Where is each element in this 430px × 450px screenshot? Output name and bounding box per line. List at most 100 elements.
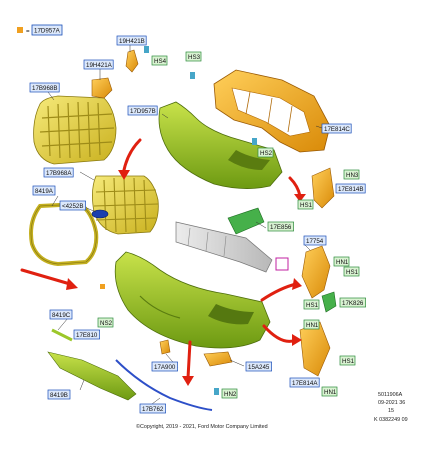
clip-hs3-part — [190, 72, 195, 79]
part-label-box — [343, 169, 360, 180]
bracket-19h421a-part — [91, 77, 113, 99]
part-label-text: HN2 — [224, 391, 237, 398]
part-label-17d957b: 17D957B — [127, 105, 158, 116]
part-label-text: <4252B — [62, 203, 84, 210]
part-label-text: HS2 — [260, 150, 273, 157]
part-label-17k826: 17K826 — [339, 297, 366, 308]
arrow-right-lower — [262, 324, 298, 343]
part-label-text: HS1 — [300, 202, 313, 209]
bezel-15a245-part — [203, 351, 233, 367]
part-label-hn1c: HN1 — [321, 386, 338, 397]
part-label-text: 17E856 — [270, 224, 292, 231]
part-label-hn3: HN3 — [343, 169, 360, 180]
ref-line-3: 15 — [388, 408, 394, 414]
arrow-bracket-b — [288, 176, 302, 198]
part-label-text: HN1 — [324, 389, 337, 396]
part-label-box — [185, 51, 202, 62]
part-label-box — [343, 266, 360, 277]
part-label-box — [32, 185, 56, 196]
part-label-box — [127, 105, 158, 116]
part-label-17b968b: 17B968B — [29, 82, 60, 93]
part-label-box — [303, 319, 320, 330]
part-label-hs1d: HS1 — [339, 355, 356, 366]
reinforcement-beam-part — [175, 221, 273, 273]
part-label-box — [83, 59, 114, 70]
part-label-box — [339, 355, 356, 366]
part-label-text: 17B968B — [32, 85, 57, 92]
part-label-text: HS4 — [154, 58, 167, 65]
part-label-box — [151, 55, 168, 66]
part-label-8419c: 8419C — [49, 309, 73, 320]
part-label-text: 15A245 — [248, 364, 270, 371]
part-label-hs4: HS4 — [151, 55, 168, 66]
part-label-19h421a: 19H421A — [83, 59, 114, 70]
part-label-box — [151, 361, 178, 372]
bracket-17e814a-part — [299, 321, 331, 377]
part-label-text: 17B968A — [46, 170, 72, 177]
bracket-19h421b-part — [125, 49, 139, 73]
part-label-hs1b: HS1 — [343, 266, 360, 277]
arrow-upper-grille — [122, 138, 142, 172]
part-label-box — [43, 167, 74, 178]
part-label-17e814a: 17E814A — [289, 377, 320, 388]
clip-hs4-part — [144, 46, 149, 53]
part-label-box — [47, 389, 71, 400]
part-label-box — [267, 221, 294, 232]
bracket-17a900-part — [159, 339, 171, 355]
part-label-box — [289, 377, 320, 388]
legend-code-box — [31, 24, 63, 36]
part-label-box — [221, 388, 238, 399]
ref-line-1: 5011906A — [378, 392, 403, 398]
part-label-text: HN3 — [346, 172, 359, 179]
part-label-text: 8419B — [50, 392, 68, 399]
lower-grille-part — [92, 175, 159, 235]
copyright-text: ©Copyright, 2019 - 2021, Ford Motor Comp… — [136, 423, 268, 430]
part-label-text: HN1 — [336, 259, 349, 266]
arrow-bumper-left — [20, 268, 72, 286]
part-label-box — [303, 299, 320, 310]
part-label-17b762: 17B762 — [139, 403, 166, 414]
part-label-17e856: 17E856 — [267, 221, 294, 232]
part-label-text: 17D957B — [130, 108, 156, 115]
part-label-box — [303, 235, 327, 246]
part-label-box — [339, 297, 366, 308]
part-label-hs1c: HS1 — [303, 299, 320, 310]
part-label-17754: 17754 — [303, 235, 327, 246]
lower-lip-8419b-part — [47, 351, 137, 401]
part-label-hn1a: HN1 — [333, 256, 350, 267]
wiring-17b762-part — [115, 359, 213, 411]
legend-square — [17, 27, 23, 33]
absorber-17e856-part — [227, 207, 265, 235]
part-label-hs2: HS2 — [257, 147, 274, 158]
arrow-right-upper — [260, 282, 298, 302]
part-label-text: 17E814C — [324, 126, 350, 133]
part-label-text: 17E810 — [76, 332, 98, 339]
part-label-text: HN1 — [306, 322, 319, 329]
part-label-17e814b: 17E814B — [335, 183, 366, 194]
part-label-8419a: 8419A — [32, 185, 56, 196]
part-label-box — [73, 329, 100, 340]
upper-bumper-cover-part — [158, 101, 283, 189]
arrow-fog — [186, 340, 192, 380]
upper-grille-part — [33, 95, 117, 165]
part-label-text: 17E814A — [292, 380, 318, 387]
bracket-17754-part — [301, 245, 331, 299]
part-label-text: 19H421A — [86, 62, 113, 69]
part-label-hs1a: HS1 — [297, 199, 314, 210]
part-label-hn1b: HN1 — [303, 319, 320, 330]
bracket-17k826-part — [321, 291, 337, 313]
part-label-17b968a: 17B968A — [43, 167, 74, 178]
grille-surround-inner — [30, 203, 97, 265]
part-label-text: 17754 — [306, 238, 324, 245]
grille-surround-part — [29, 201, 99, 267]
part-label-19h421b: 19H421B — [116, 35, 147, 46]
part-label-box — [321, 123, 352, 134]
legend-equals: = — [26, 28, 30, 35]
lower-bumper-cover-part — [114, 251, 271, 349]
part-label-8419b: 8419B — [47, 389, 71, 400]
part-label-c4252b: <4252B — [59, 200, 86, 211]
marker-square — [100, 284, 105, 289]
part-label-box — [29, 82, 60, 93]
